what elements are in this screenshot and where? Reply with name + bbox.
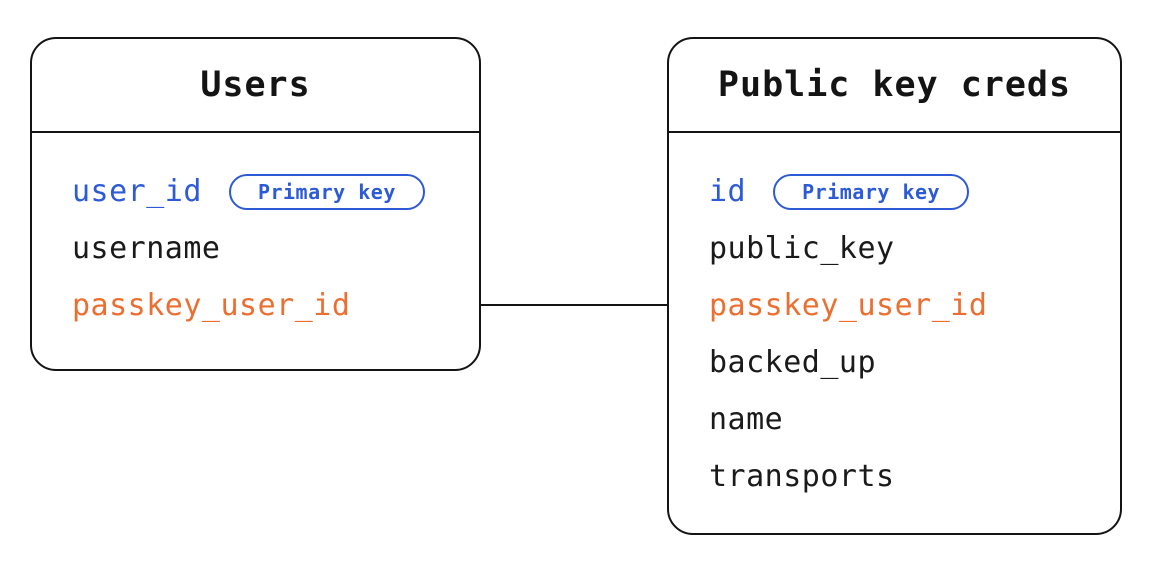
field-name-name: name [709,402,784,437]
table-users-title: Users [32,39,479,133]
relationship-line [481,304,667,306]
field-row-name: name [709,391,1120,448]
table-public-key-creds: Public key creds id Primary key public_k… [667,37,1122,535]
table-public-key-creds-fields: id Primary key public_key passkey_user_i… [669,133,1120,505]
field-name-backed-up: backed_up [709,345,877,380]
field-name-public-key: public_key [709,231,895,266]
field-row-user-id: user_id Primary key [72,163,479,220]
field-name-username: username [72,231,221,266]
field-name-id: id [709,174,747,209]
field-row-public-key: public_key [709,220,1120,277]
table-users: Users user_id Primary key username passk… [30,37,481,371]
table-users-fields: user_id Primary key username passkey_use… [32,133,479,334]
field-row-username: username [72,220,479,277]
field-name-passkey-user-id: passkey_user_id [709,288,988,323]
field-row-id: id Primary key [709,163,1120,220]
primary-key-badge: Primary key [773,173,970,210]
field-name-user-id: user_id [72,174,202,209]
field-row-passkey-user-id: passkey_user_id [709,277,1120,334]
field-row-backed-up: backed_up [709,334,1120,391]
table-public-key-creds-title: Public key creds [669,39,1120,133]
field-row-passkey-user-id: passkey_user_id [72,277,479,334]
field-name-passkey-user-id: passkey_user_id [72,288,351,323]
primary-key-badge: Primary key [228,173,425,210]
field-name-transports: transports [709,459,895,494]
field-row-transports: transports [709,448,1120,505]
